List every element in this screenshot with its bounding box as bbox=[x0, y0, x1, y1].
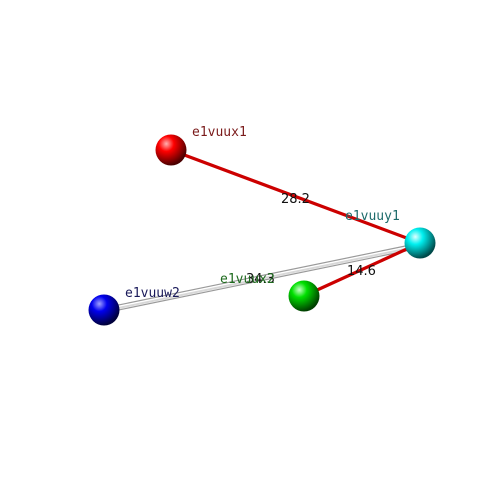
atom-sphere-e1vuuy1[interactable] bbox=[404, 227, 436, 259]
bond-e1vuux1-e1vuuy1[interactable] bbox=[170, 148, 421, 245]
bond-e1vuuw2-e1vuuy1[interactable] bbox=[103, 242, 421, 314]
bond-e1vuux2-e1vuuy1[interactable] bbox=[303, 241, 421, 298]
atom-sphere-e1vuuw2[interactable] bbox=[88, 294, 120, 326]
distance-label-e1vuux2-e1vuuy1: 14.6 bbox=[347, 264, 376, 279]
atom-sphere-e1vuux1[interactable] bbox=[155, 134, 187, 166]
bond-layer bbox=[103, 148, 421, 314]
atom-label-layer: e1vuux1 e1vuuy1 e1vuux2 e1vuuw2 bbox=[125, 125, 400, 301]
atom-label-e1vuux2: e1vuux2 bbox=[220, 272, 275, 287]
atom-label-e1vuuy1: e1vuuy1 bbox=[345, 209, 400, 224]
distance-label-e1vuuw2-e1vuuy1: 34.3 bbox=[246, 272, 275, 287]
distance-label-layer: 28.2 14.6 34.3 bbox=[246, 192, 376, 287]
distance-label-e1vuux1-e1vuuy1: 28.2 bbox=[281, 192, 310, 207]
atom-label-e1vuux1: e1vuux1 bbox=[192, 125, 247, 140]
atom-sphere-e1vuux2[interactable] bbox=[288, 280, 320, 312]
atom-label-e1vuuw2: e1vuuw2 bbox=[125, 286, 180, 301]
atom-layer bbox=[88, 134, 436, 326]
